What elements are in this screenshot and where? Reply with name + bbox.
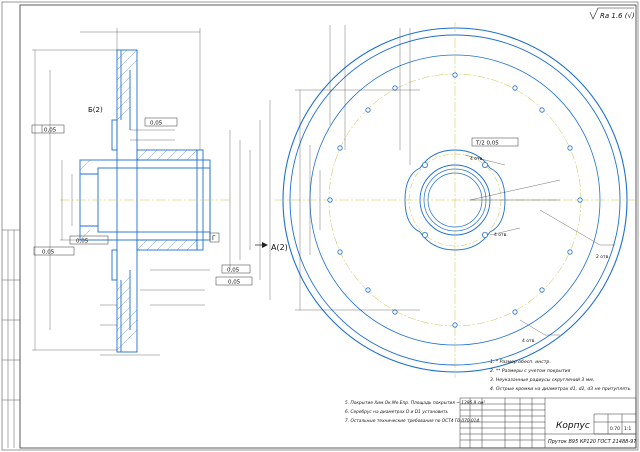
section-arrow: A(2)	[255, 242, 288, 252]
tolerance-frame-2: 0,05	[144, 117, 178, 127]
note-5: 5. Покрытие Хим.Ок.Ме.Епр. Площадь покры…	[345, 400, 485, 406]
part-material: Пруток В95 КР120 ГОСТ 21488-97	[548, 439, 637, 445]
tolerance-frame-4: 0,05	[33, 246, 75, 256]
inner-frame	[19, 4, 637, 449]
svg-text:0,05: 0,05	[76, 239, 89, 245]
svg-text:0,05: 0,05	[227, 268, 240, 274]
datum-frame: Г	[209, 232, 220, 243]
holes-label-4: 2 отв.	[596, 254, 610, 260]
holes-label-2: 4 отв.	[522, 338, 536, 344]
note-3: 3. Неуказанные радиусы скруглений 3 мм.	[490, 377, 594, 383]
section-view	[79, 49, 211, 353]
technical-notes: 1. * Размер обесп. инстр. 2. ** Размеры …	[490, 359, 632, 392]
svg-text:0,05: 0,05	[42, 250, 55, 256]
note-7: 7. Остальные технические требования по О…	[345, 418, 480, 424]
tolerance-frame-right: Т/2 0,05	[471, 137, 519, 147]
holes-label-3: 4 отв.	[470, 156, 484, 162]
note-4: 4. Острые кромки на диаметрах d1, d2, d3…	[490, 386, 632, 392]
part-name: Корпус	[556, 421, 590, 431]
detail-label: A(2)	[271, 243, 288, 252]
svg-text:Т/2 0,05: Т/2 0,05	[475, 141, 499, 147]
front-view-centerlines	[275, 22, 635, 378]
svg-text:0,05: 0,05	[228, 280, 241, 286]
tolerance-frame-3: 0,05	[69, 235, 109, 245]
part-scale: 1:1	[624, 426, 631, 432]
section-dimensions	[32, 28, 271, 356]
section-label: Б(2)	[88, 106, 103, 114]
svg-text:0,05: 0,05	[150, 121, 163, 127]
tolerance-frame-6: 0,05	[215, 276, 253, 286]
note-6: 6. Серебрус на диаметрах D и D1 установи…	[345, 409, 449, 415]
note-2: 2. ** Размеры с учетом покрытия	[490, 368, 571, 374]
tolerance-frame-1: 0,05	[31, 124, 65, 134]
front-view-dimensions	[295, 25, 615, 336]
technical-notes-bottom: 5. Покрытие Хим.Ок.Ме.Епр. Площадь покры…	[345, 400, 485, 424]
holes-label-1: 4 отв.	[494, 232, 508, 238]
surface-finish-mark: Ra 1.6 (√)	[589, 7, 635, 20]
left-margin-strip	[2, 229, 20, 448]
note-1: 1. * Размер обесп. инстр.	[490, 359, 551, 365]
part-mass: 0.70	[610, 426, 620, 432]
tolerance-frame-5: 0,05	[221, 264, 251, 274]
bolt-holes	[327, 72, 583, 328]
title-block	[459, 397, 637, 449]
svg-text:0,05: 0,05	[44, 128, 57, 134]
svg-text:Г: Г	[212, 235, 216, 242]
surface-finish-text: Ra 1.6 (√)	[600, 12, 635, 20]
section-hatching	[79, 49, 198, 351]
